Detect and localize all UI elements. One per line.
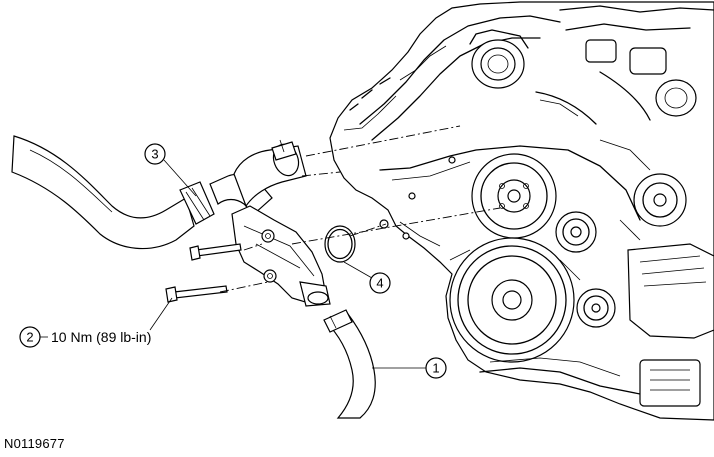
callout-2: 2 10 Nm (89 lb-in) xyxy=(19,297,173,348)
torque-spec-label: 10 Nm (89 lb-in) xyxy=(51,329,151,345)
alignment-lines xyxy=(219,125,501,293)
thermostat-housing xyxy=(231,143,331,307)
callout-3-number: 3 xyxy=(151,147,158,162)
thermostat-gasket xyxy=(324,225,356,263)
figure-id: N0119677 xyxy=(4,436,65,451)
lower-radiator-hose xyxy=(323,309,376,419)
callout-4-number: 4 xyxy=(376,276,383,291)
engine-block-illustration xyxy=(329,1,714,421)
callout-2-number: 2 xyxy=(26,330,33,345)
callout-1-number: 1 xyxy=(432,361,439,376)
upper-radiator-hose xyxy=(11,135,273,250)
callout-4: 4 xyxy=(343,261,391,294)
callout-3: 3 xyxy=(144,143,197,197)
callout-1: 1 xyxy=(372,357,447,379)
hose-clamp-upper xyxy=(271,139,297,161)
bolt-upper xyxy=(189,243,242,261)
bolt-lower xyxy=(165,285,228,303)
